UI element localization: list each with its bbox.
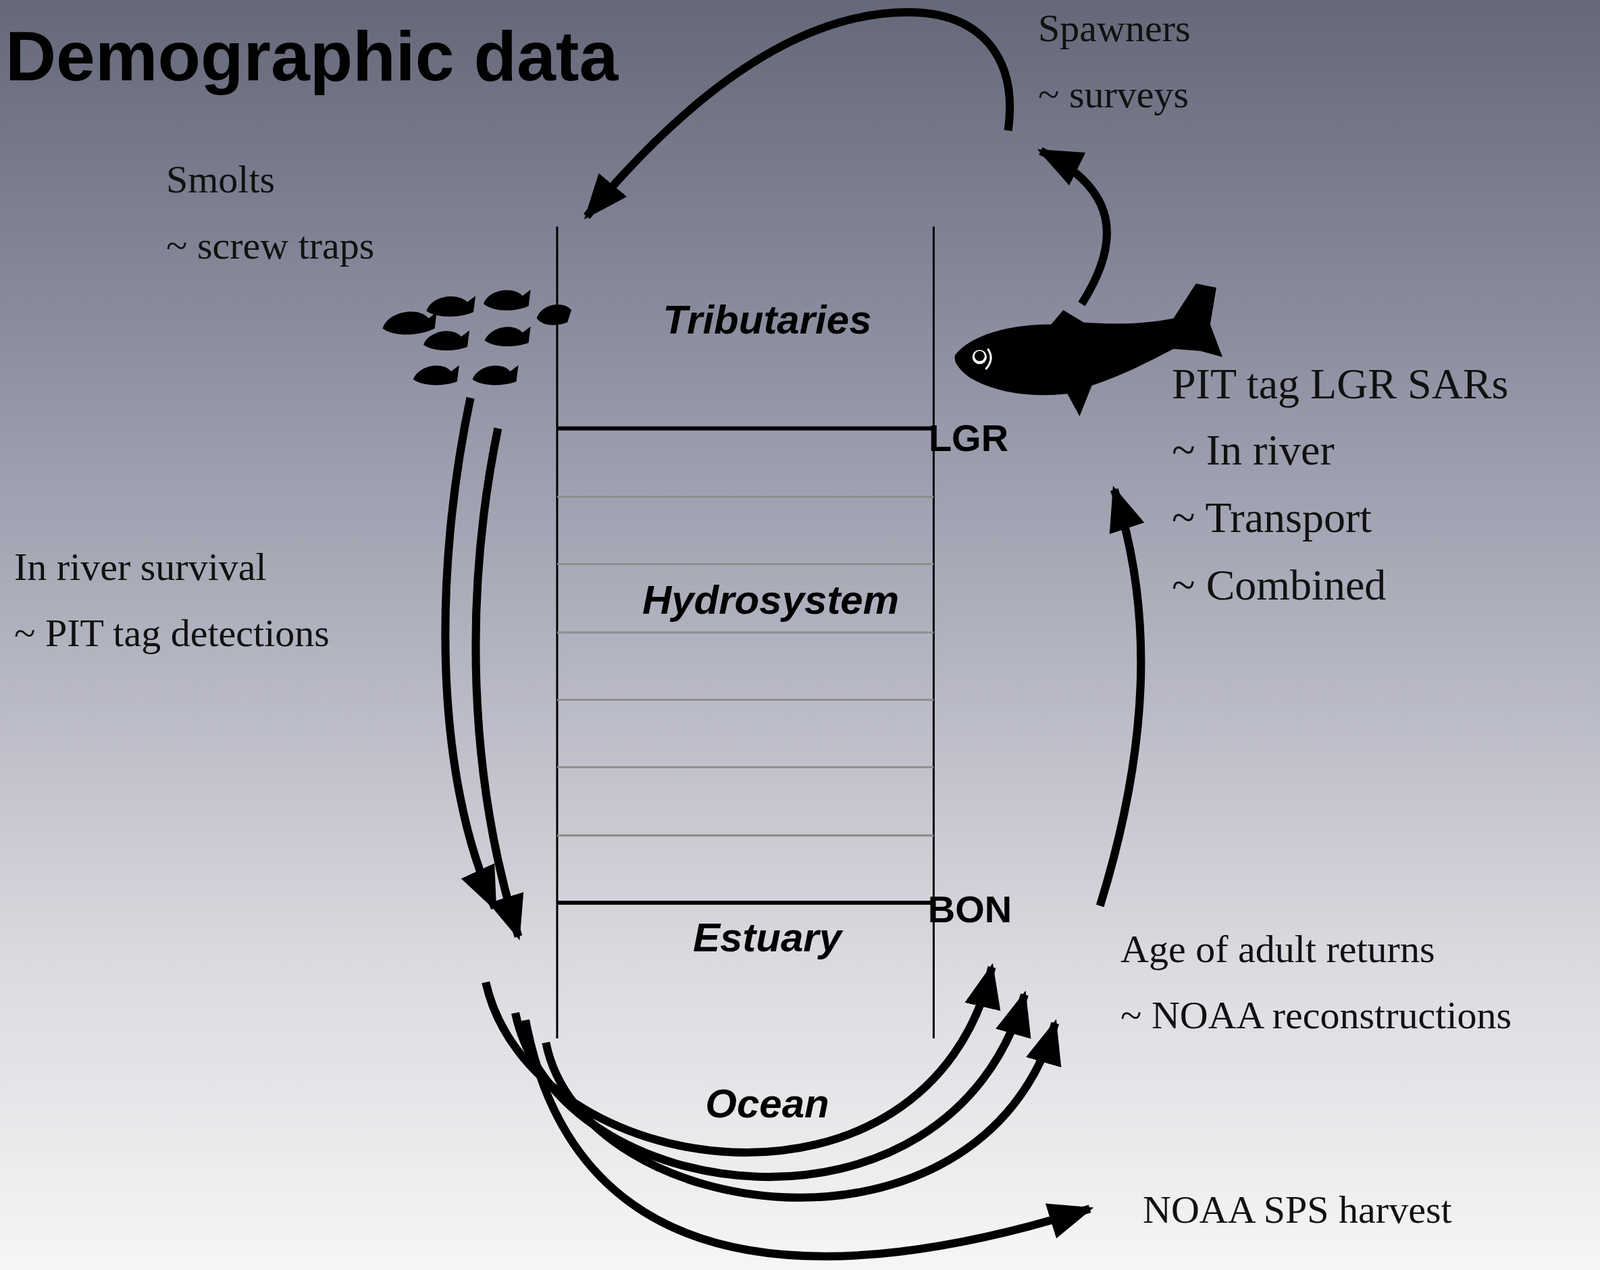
flow-arrows xyxy=(445,12,1141,1257)
note-heading: PIT tag LGR SARs xyxy=(1171,359,1509,410)
smolt-group xyxy=(382,289,573,385)
note-heading: Smolts xyxy=(166,156,275,202)
note-heading: In river survival xyxy=(14,544,267,590)
note-heading: Spawners xyxy=(1038,5,1191,51)
note-heading: NOAA SPS harvest xyxy=(1142,1187,1453,1233)
note-item: ~ screw traps xyxy=(166,222,375,269)
note-item: ~ PIT tag detections xyxy=(14,610,330,656)
river-column xyxy=(557,226,935,1039)
note-item: ~ NOAA reconstructions xyxy=(1120,992,1512,1039)
zone-label: Ocean xyxy=(705,1080,829,1128)
diagram-title: Demographic data xyxy=(5,16,618,97)
dam-label: BON xyxy=(927,887,1012,932)
note-item: ~ Transport xyxy=(1171,493,1372,544)
zone-label: Tributaries xyxy=(663,296,872,344)
note-item: ~ In river xyxy=(1171,425,1335,476)
dam-label: LGR xyxy=(928,416,1009,460)
zone-label: Estuary xyxy=(692,914,842,962)
note-item: ~ Combined xyxy=(1171,560,1386,611)
note-item: ~ surveys xyxy=(1038,71,1189,117)
note-heading: Age of adult returns xyxy=(1120,926,1435,972)
zone-label: Hydrosystem xyxy=(642,576,899,624)
